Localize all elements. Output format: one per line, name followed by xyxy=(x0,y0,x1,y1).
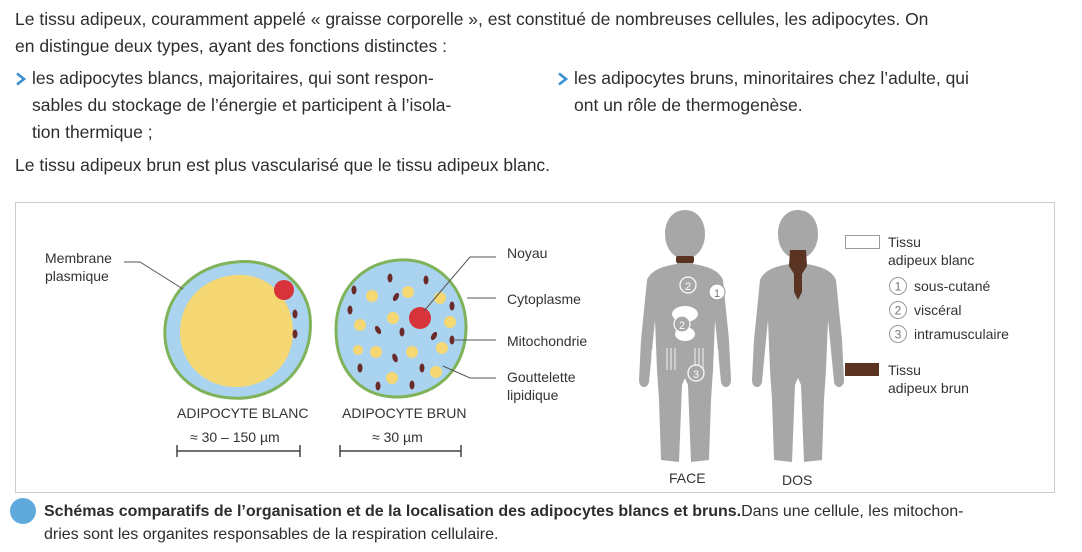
gouttelette-label-2: lipidique xyxy=(507,387,559,403)
nucleus-brown xyxy=(409,307,431,329)
brown-fat-neck xyxy=(676,256,694,263)
membrane-label-2: plasmique xyxy=(45,268,109,284)
svg-text:1: 1 xyxy=(714,288,720,300)
legend-brown-label-1: Tissu xyxy=(888,362,921,378)
legend-number-badges: 1 2 3 xyxy=(889,277,907,343)
white-adipocyte xyxy=(163,260,312,400)
chevron-right-icon xyxy=(556,72,570,86)
intro-last-line: Le tissu adipeux brun est plus vasculari… xyxy=(15,155,551,175)
nucleus-white xyxy=(274,280,294,300)
brown-adipocyte xyxy=(334,258,468,399)
white-cell-size: ≈ 30 – 150 µm xyxy=(190,429,280,445)
svg-text:3: 3 xyxy=(895,328,902,342)
svg-text:2: 2 xyxy=(685,281,691,293)
legend-brown-swatch xyxy=(845,363,879,376)
bullet-left-line-3: tion thermique ; xyxy=(32,122,153,142)
svg-text:2: 2 xyxy=(895,304,902,318)
intro-line-2: en distingue deux types, ayant des fonct… xyxy=(15,36,447,56)
cytoplasme-label: Cytoplasme xyxy=(507,291,581,307)
svg-text:1: 1 xyxy=(895,280,902,294)
brown-cell-title: ADIPOCYTE BRUN xyxy=(342,405,467,421)
legend-white-label-2: adipeux blanc xyxy=(888,252,975,268)
brown-cell-size: ≈ 30 µm xyxy=(372,429,423,445)
svg-text:2: 2 xyxy=(679,320,685,332)
bullet-left-line-1: les adipocytes blancs, majoritaires, qui… xyxy=(32,68,434,88)
body-back xyxy=(752,210,844,462)
intro-line-1: Le tissu adipeux, couramment appelé « gr… xyxy=(15,9,929,29)
chevron-right-icon xyxy=(14,72,28,86)
bullet-right-line-1: les adipocytes bruns, minoritaires chez … xyxy=(574,68,969,88)
caption-text: Dans une cellule, les mitochon- xyxy=(741,503,964,520)
legend-brown-label-2: adipeux brun xyxy=(888,380,969,396)
body-front-label: FACE xyxy=(669,470,706,486)
brown-fat-back xyxy=(789,250,807,300)
body-diagram: 2 2 3 1 xyxy=(639,210,844,462)
bullet-right-line-2: ont un rôle de thermogenèse. xyxy=(574,95,803,115)
caption-title: Schémas comparatifs de l’organisation et… xyxy=(44,503,742,520)
caption-text-2: dries sont les organites responsables de… xyxy=(44,526,499,543)
white-cell-title: ADIPOCYTE BLANC xyxy=(177,405,309,421)
caption: Schémas comparatifs de l’organisation et… xyxy=(44,500,1064,546)
gouttelette-label-1: Gouttelette xyxy=(507,369,576,385)
body-front: 2 2 3 1 xyxy=(639,210,731,462)
body-back-label: DOS xyxy=(782,472,813,488)
legend-white-swatch xyxy=(845,235,880,249)
membrane-label-1: Membrane xyxy=(45,250,112,266)
noyau-label: Noyau xyxy=(507,245,548,261)
caption-bullet-icon xyxy=(10,498,36,524)
svg-text:3: 3 xyxy=(693,369,699,381)
legend-item-2: viscéral xyxy=(914,302,962,318)
legend-item-1: sous-cutané xyxy=(914,278,991,294)
legend-white-label-1: Tissu xyxy=(888,234,921,250)
legend-item-3: intramusculaire xyxy=(914,326,1009,342)
bullet-left-line-2: sables du stockage de l’énergie et parti… xyxy=(32,95,452,115)
mitochondrie-label: Mitochondrie xyxy=(507,333,588,349)
